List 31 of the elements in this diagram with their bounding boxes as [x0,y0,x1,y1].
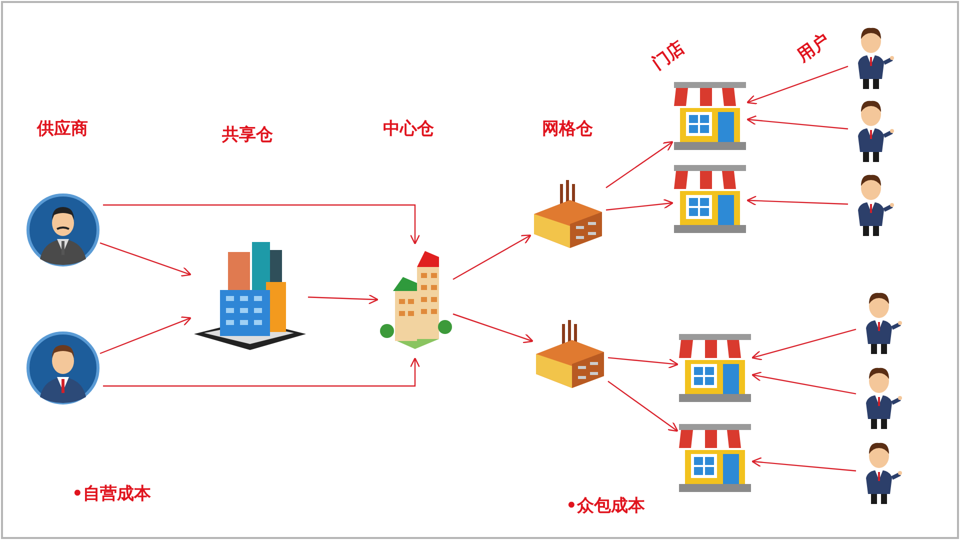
arrow [746,115,848,130]
arrow [452,313,534,344]
arrow [308,294,379,304]
arrow [608,357,679,369]
shop-drawing [672,163,748,235]
bullet-note: •众包成本 [566,498,645,515]
arrow [746,196,848,206]
arrow [751,457,856,472]
arrow [608,380,678,432]
arrow [746,66,848,104]
shop-drawing [677,332,753,404]
arrow [103,357,420,387]
column-heading: 用户 [795,32,833,66]
column-heading: 网格仓 [542,121,593,138]
column-heading: 门店 [650,40,688,74]
shop-drawing [672,80,748,152]
arrow [752,328,856,360]
shop-drawing [677,422,753,494]
arrow [606,198,674,211]
arrow [100,316,192,354]
arrow [100,242,192,277]
arrow [452,234,532,280]
person-avatar [26,193,100,267]
column-heading: 共享仓 [222,127,273,144]
bullet-note: •自营成本 [72,486,151,503]
arrow [103,204,420,245]
column-heading: 供应商 [37,121,88,138]
arrow [606,141,674,188]
person-avatar [26,331,100,405]
arrow [751,371,856,394]
column-heading: 中心仓 [383,121,434,138]
